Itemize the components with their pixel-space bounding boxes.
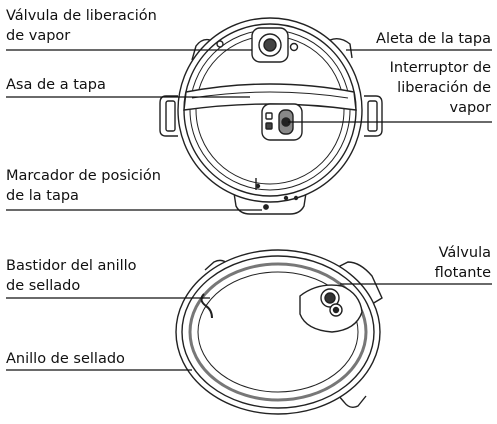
label-lid-handle: Asa de a tapa xyxy=(6,77,106,93)
label-sealing-ring-rack: Bastidor del anillo de sellado xyxy=(6,256,137,296)
label-float-valve: Válvula flotante xyxy=(435,243,491,283)
lid-fin-top xyxy=(329,37,353,59)
label-lid-fin: Aleta de la tapa xyxy=(376,31,491,47)
label-steam-release-switch: Interruptor de liberación de vapor xyxy=(390,58,491,118)
label-steam-release-switch-line-3: vapor xyxy=(449,100,491,116)
label-steam-release-switch-line-2: liberación de xyxy=(397,80,491,96)
label-float-valve-line-1: Válvula xyxy=(438,245,491,261)
label-lid-position-marker-line-1: Marcador de posición xyxy=(6,168,161,184)
float-valve-shape xyxy=(299,284,363,333)
label-steam-release-valve-line-1: Válvula de liberación xyxy=(6,8,157,24)
label-float-valve-line-2: flotante xyxy=(434,265,491,281)
label-lid-position-marker-line-2: de la tapa xyxy=(6,188,79,204)
label-sealing-ring-rack-line-1: Bastidor del anillo xyxy=(6,258,137,274)
steam-release-valve-shape xyxy=(216,27,299,63)
lid-top-view xyxy=(159,17,383,215)
label-lid-position-marker: Marcador de posición de la tapa xyxy=(6,166,161,206)
label-sealing-ring: Anillo de sellado xyxy=(6,351,125,367)
label-steam-release-switch-line-1: Interruptor de xyxy=(389,60,491,76)
lid-underside-view xyxy=(175,249,383,415)
label-steam-release-valve-line-2: de vapor xyxy=(6,28,71,44)
lid-handle-shape xyxy=(183,83,357,111)
label-sealing-ring-rack-line-2: de sellado xyxy=(6,278,81,294)
label-steam-release-valve: Válvula de liberación de vapor xyxy=(6,6,157,46)
leader-lines xyxy=(6,49,492,371)
